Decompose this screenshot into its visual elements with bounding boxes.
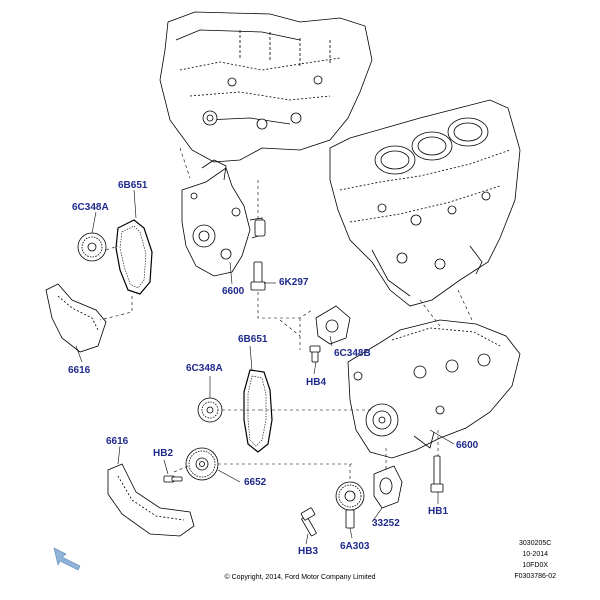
sprocket-middle [197,397,223,423]
reference-line-4: F0303786-02 [514,573,556,580]
engine-block-lower [329,99,521,307]
callout-33252[interactable]: 33252 [372,518,400,529]
chain-middle [243,369,273,453]
callout-6b651-upper[interactable]: 6B651 [118,180,148,191]
alignment-lines [99,147,473,482]
callout-6600-lower[interactable]: 6600 [456,440,479,451]
callout-6c348a-upper[interactable]: 6C348A [72,202,109,213]
bolt-hb1 [430,455,444,493]
callout-hb3[interactable]: HB3 [298,546,319,557]
reference-line-1: 3030205C [519,540,552,547]
callout-6616-upper[interactable]: 6616 [68,365,91,376]
bolt-hb3 [300,507,317,537]
tensioner-6c348b [315,305,351,345]
callout-6b651-middle[interactable]: 6B651 [238,334,268,345]
callout-6c348b[interactable]: 6C348B [334,348,371,359]
callout-hb2[interactable]: HB2 [153,448,174,459]
bolt-hb4 [309,345,321,363]
reference-line-3: 10FD0X [522,562,549,569]
cover-lower [107,463,195,537]
chain-upper [115,219,153,295]
bushing-33252 [373,465,403,509]
gear-6652 [185,447,219,481]
oil-pump-lower [347,319,521,459]
callout-6616-lower[interactable]: 6616 [106,436,129,447]
callout-6k297[interactable]: 6K297 [279,277,309,288]
callout-6c348a-middle[interactable]: 6C348A [186,363,223,374]
leader-lines [75,189,455,545]
callout-hb1[interactable]: HB1 [428,506,449,517]
engine-block-upper [159,11,373,163]
callout-6a303[interactable]: 6A303 [340,541,370,552]
callout-hb4[interactable]: HB4 [306,377,327,388]
bolt-hb2 [163,475,183,483]
oil-pump-upper [181,159,266,277]
front-direction-arrow-icon [53,547,81,571]
copyright-notice: © Copyright, 2014, Ford Motor Company Li… [224,574,376,581]
reference-info-block: 3030205C 10-2014 10FD0X F0303786-02 [514,538,556,582]
bolt-6k297 [250,261,266,291]
cover-upper [45,283,107,353]
gear-6a303 [335,481,365,529]
sprocket-upper [77,232,107,262]
reference-line-2: 10-2014 [522,551,549,558]
callout-6652[interactable]: 6652 [244,477,267,488]
callout-6600-upper[interactable]: 6600 [222,286,245,297]
